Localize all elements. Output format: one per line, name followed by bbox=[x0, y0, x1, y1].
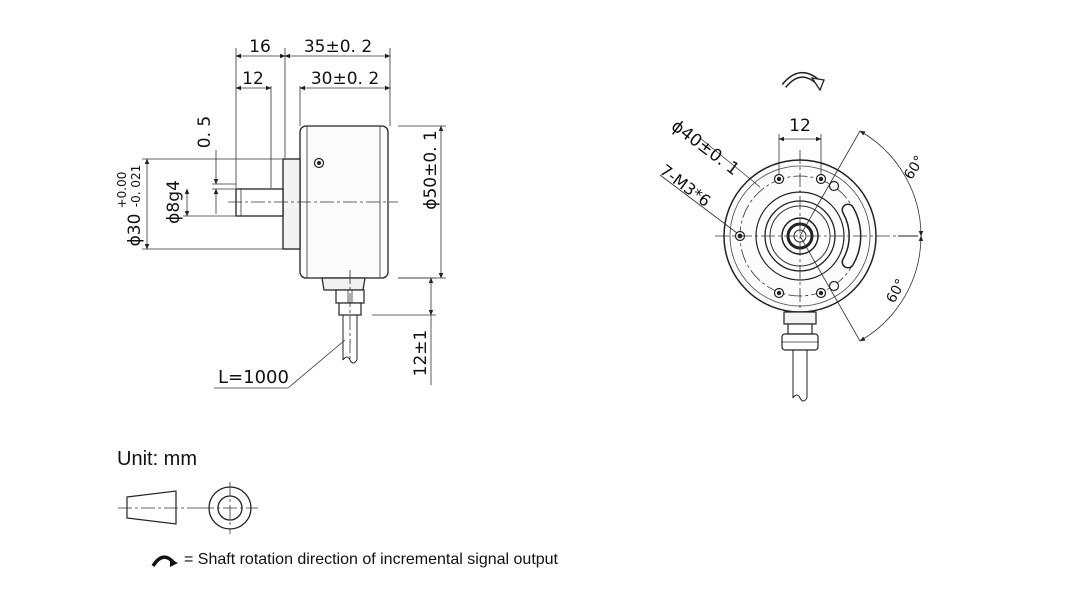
legend-text: = Shaft rotation direction of incrementa… bbox=[184, 551, 558, 568]
dim-12pm1-label: 12±1 bbox=[411, 330, 431, 377]
dim-phi30-lower-tol: -0. 021 bbox=[129, 165, 143, 208]
dim-m3-label: 7-M3*6 bbox=[656, 161, 714, 211]
flange-side bbox=[282, 158, 301, 250]
dim-35-label: 35±0. 2 bbox=[304, 37, 372, 57]
dim-16-label: 16 bbox=[249, 37, 271, 57]
cable-length-label: L=1000 bbox=[218, 367, 289, 388]
angle-arc-top bbox=[859, 130, 924, 237]
side-view: 16 35±0. 2 12 30±0. 2 0. 5 ϕ8g4 ϕ30 +0.0… bbox=[115, 37, 446, 389]
dim-05-label: 0. 5 bbox=[195, 116, 215, 148]
legend: = Shaft rotation direction of incrementa… bbox=[150, 551, 558, 569]
taper-projection-symbol bbox=[118, 482, 258, 534]
dim-phi30-upper-tol: +0.00 bbox=[115, 172, 129, 209]
dim-30-label: 30±0. 2 bbox=[311, 69, 379, 89]
cable-front bbox=[792, 350, 808, 398]
angle-bottom-label: 60° bbox=[884, 276, 910, 305]
dim-phi8-label: ϕ8g4 bbox=[164, 180, 184, 224]
dim-phi30-label: ϕ30 bbox=[125, 214, 145, 247]
shaft-side bbox=[235, 188, 284, 217]
mounting-holes bbox=[734, 173, 840, 299]
front-view: 12 ϕ40±0. 1 7-M3*6 60° 60° bbox=[656, 72, 928, 402]
angle-arc-bottom bbox=[859, 235, 924, 342]
dim-phi50-label: ϕ50±0. 1 bbox=[421, 130, 441, 210]
dim-12-front-label: 12 bbox=[789, 116, 811, 136]
dim-12-side-label: 12 bbox=[242, 69, 264, 89]
cable-gland-side bbox=[321, 277, 366, 291]
rotation-arrow-icon bbox=[151, 555, 178, 567]
cable-side bbox=[342, 315, 358, 360]
angle-top-label: 60° bbox=[901, 153, 928, 183]
unit-label: Unit: mm bbox=[117, 448, 197, 470]
